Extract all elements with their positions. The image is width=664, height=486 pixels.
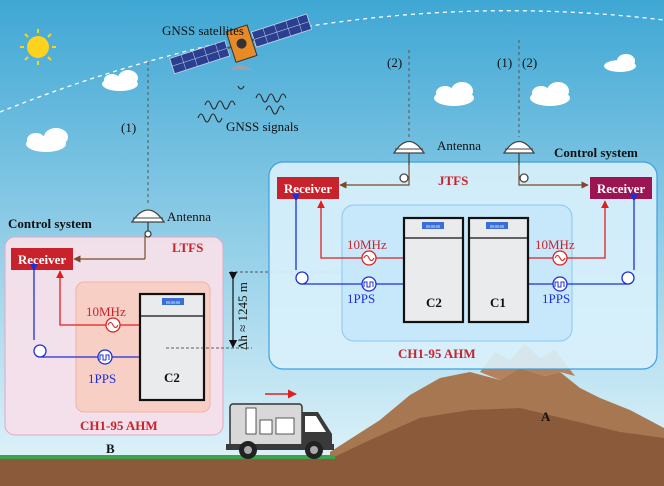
pulse-icon [552,276,568,292]
sine-icon [363,254,375,262]
control-system-label: Control system [8,216,92,231]
clock-label: C1 [490,295,506,310]
clock-display: 00:00:00 [166,300,180,305]
clock-display: 00:00:00 [490,224,504,229]
freq-label: 10MHz [535,237,575,252]
receiver-box [11,248,73,270]
van-icon [226,389,334,459]
clouds [26,54,636,152]
freq-label: 10MHz [347,237,387,252]
satellite-icon [169,13,313,75]
signal-waves [197,85,287,123]
path-label: (2) [522,55,537,70]
clock-label: C2 [164,370,180,385]
antenna-label: Antenna [437,138,481,153]
control-system-label: Control system [554,145,638,160]
point-b-label: B [106,441,115,456]
device-label: CH1-95 AHM [80,418,158,433]
satellite-label: GNSS satellites [162,23,244,38]
pps-label: 1PPS [88,371,116,386]
device-label: CH1-95 AHM [398,346,476,361]
sine-icon [554,254,566,262]
orbit-arc [0,10,664,113]
grass [0,455,335,459]
cloud-icon [434,82,474,106]
antenna-icon [392,140,426,183]
height-label: Δh ≈ 1245 m [235,282,250,350]
cloud-icon [530,82,570,106]
pps-label: 1PPS [347,291,375,306]
pps-label: 1PPS [542,291,570,306]
sun-icon [20,29,56,65]
cloud-icon [102,70,138,91]
path-label: (1) [121,120,136,135]
ground [0,408,664,486]
path-label: (2) [387,55,402,70]
receiver-label: Receiver [284,181,333,196]
clock-c2 [402,216,465,324]
antenna-icon [502,140,536,183]
signal-paths [147,40,520,205]
point-a-label: A [541,409,551,424]
pulse-icon [97,349,113,365]
blue-loop-icon [295,271,309,285]
path-label: (1) [497,55,512,70]
signals-label: GNSS signals [226,119,299,134]
pulse-icon [99,354,110,361]
jtfs-label: JTFS [438,173,468,188]
cloud-icon [26,128,68,152]
receiver-label: Receiver [597,181,646,196]
pulse-icon [361,276,377,292]
clock-display: 00:00:00 [426,224,440,229]
blue-loop-icon [621,271,635,285]
clock-c2 [138,292,206,402]
clock-label: C2 [426,295,442,310]
receiver-box [277,177,339,199]
antenna-cables [339,165,589,189]
height-indicator [166,271,498,349]
receiver-label: Receiver [18,252,67,267]
ltfs-label: LTFS [172,240,203,255]
antenna-icon [130,209,166,238]
freq-label: 10MHz [86,304,126,319]
clock-c1 [467,216,530,324]
antenna-label: Antenna [167,209,211,224]
pulse-icon [363,281,374,288]
sine-icon [107,321,119,329]
cloud-icon [604,54,636,72]
receiver-box [590,177,652,199]
blue-loop-icon [33,344,47,358]
pulse-icon [554,281,565,288]
